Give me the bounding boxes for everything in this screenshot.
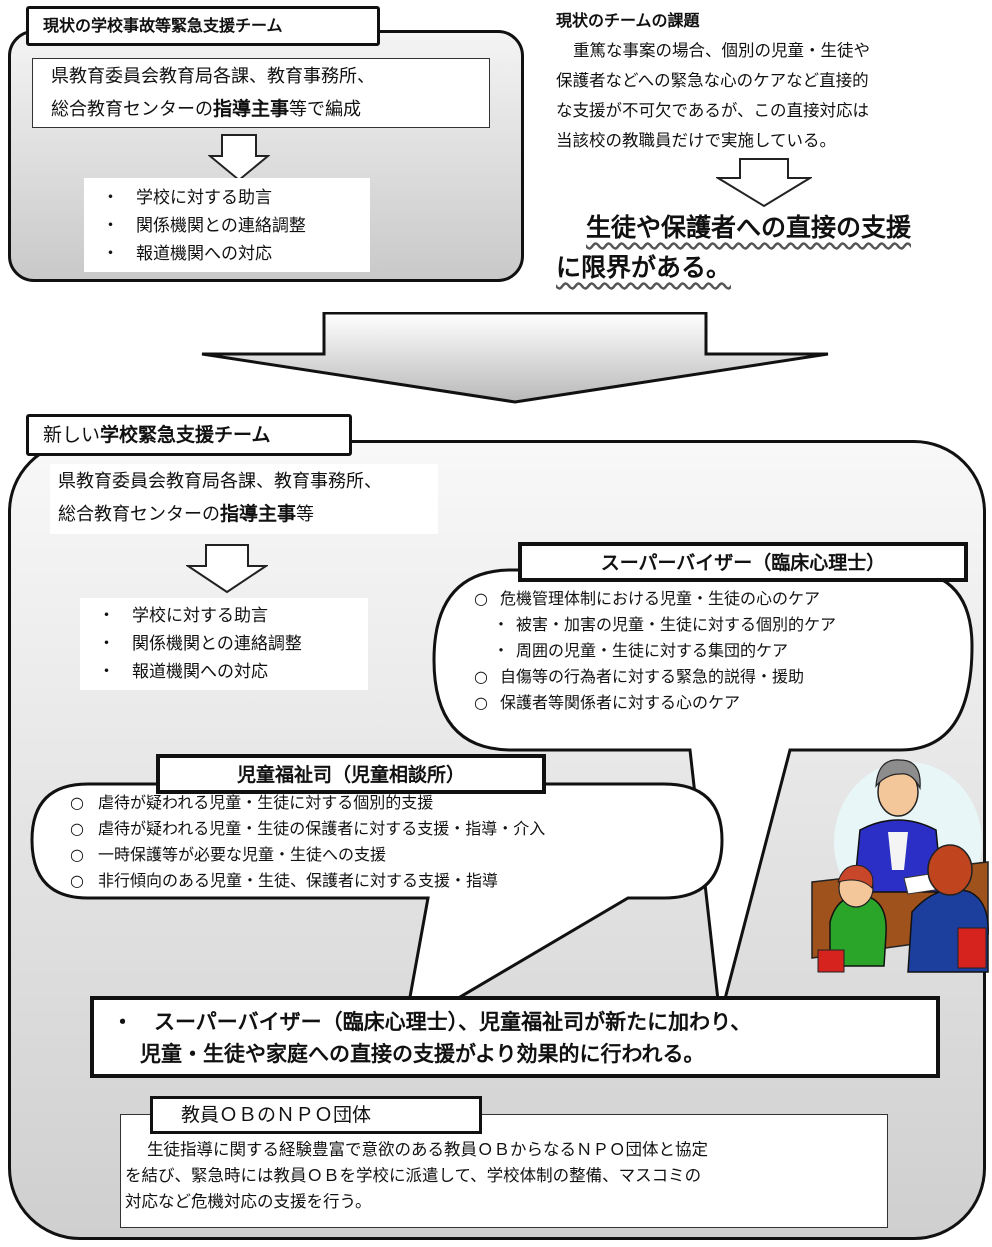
supervisor-title: スーパーバイザー（臨床心理士）	[518, 542, 968, 582]
transition-arrow-icon	[201, 312, 829, 404]
current-composition-line1: 県教育委員会教育局各課、教育事務所、	[51, 66, 375, 87]
welfare-bubble	[30, 782, 724, 1033]
current-team-duties: ・ 学校に対する助言 ・ 関係機関との連絡調整 ・ 報道機関への対応	[84, 178, 370, 272]
summary-line1: ・ スーパーバイザー（臨床心理士）、児童福祉司が新たに加わり、	[112, 1010, 752, 1034]
summary-line2: 児童・生徒や家庭への直接の支援がより効果的に行われる。	[140, 1042, 705, 1066]
down-arrow-icon	[716, 158, 812, 208]
new-team-composition: 県教育委員会教育局各課、教育事務所、 総合教育センターの指導主事等	[50, 464, 438, 534]
current-team-issues: 現状のチームの課題 重篤な事案の場合、個別の児童・生徒や 保護者などへの緊急な心…	[556, 6, 986, 156]
welfare-title: 児童福祉司（児童相談所）	[156, 754, 546, 794]
welfare-item: ○非行傾向のある児童・生徒、保護者に対する支援・指導	[70, 871, 499, 890]
issues-conclusion: 生徒や保護者への直接の支援 に限界がある。	[556, 213, 912, 282]
welfare-item: ○一時保護等が必要な児童・生徒への支援	[70, 845, 387, 864]
supervisor-item: ・被害・加害の児童・生徒に対する個別的ケア	[492, 615, 837, 634]
current-team-composition: 県教育委員会教育局各課、教育事務所、 総合教育センターの指導主事等で編成	[32, 58, 490, 128]
duty-item: ・ 関係機関との連絡調整	[98, 634, 302, 654]
new-team-duties: ・ 学校に対する助言 ・ 関係機関との連絡調整 ・ 報道機関への対応	[80, 598, 368, 690]
supervisor-item: ○危機管理体制における児童・生徒の心のケア	[474, 589, 821, 608]
issues-heading: 現状のチームの課題	[556, 11, 700, 30]
supervisor-duties: ○危機管理体制における児童・生徒の心のケア ・被害・加害の児童・生徒に対する個別…	[462, 586, 962, 716]
welfare-item: ○虐待が疑われる児童・生徒の保護者に対する支援・指導・介入	[70, 819, 546, 838]
new-team-title: 新しい学校緊急支援チーム	[26, 414, 352, 456]
npo-title: 教員ＯＢのＮＰＯ団体	[150, 1096, 482, 1134]
duty-item: ・ 関係機関との連絡調整	[102, 216, 306, 236]
supervisor-item: ・周囲の児童・生徒に対する集団的ケア	[492, 641, 789, 660]
down-arrow-icon	[208, 134, 270, 182]
supervisor-item: ○保護者等関係者に対する心のケア	[474, 693, 741, 712]
summary-box: ・ スーパーバイザー（臨床心理士）、児童福祉司が新たに加わり、 児童・生徒や家庭…	[90, 996, 940, 1078]
duty-item: ・ 報道機関への対応	[98, 662, 268, 682]
issues-text: 重篤な事案の場合、個別の児童・生徒や 保護者などへの緊急な心のケアなど直接的 な…	[556, 41, 870, 150]
supervisor-item: ○自傷等の行為者に対する緊急的説得・援助	[474, 667, 805, 686]
duty-item: ・ 学校に対する助言	[102, 188, 272, 208]
current-team-title: 現状の学校事故等緊急支援チーム	[26, 6, 380, 46]
current-composition-line2: 総合教育センターの指導主事等で編成	[51, 98, 362, 120]
down-arrow-icon	[186, 544, 268, 594]
duty-item: ・ 学校に対する助言	[98, 606, 268, 626]
welfare-item: ○虐待が疑われる児童・生徒に対する個別的支援	[70, 793, 434, 812]
current-team-title-text: 現状の学校事故等緊急支援チーム	[43, 16, 283, 35]
welfare-duties: ○虐待が疑われる児童・生徒に対する個別的支援 ○虐待が疑われる児童・生徒の保護者…	[56, 790, 716, 894]
counseling-illustration	[811, 759, 989, 973]
duty-item: ・ 報道機関への対応	[102, 244, 272, 264]
